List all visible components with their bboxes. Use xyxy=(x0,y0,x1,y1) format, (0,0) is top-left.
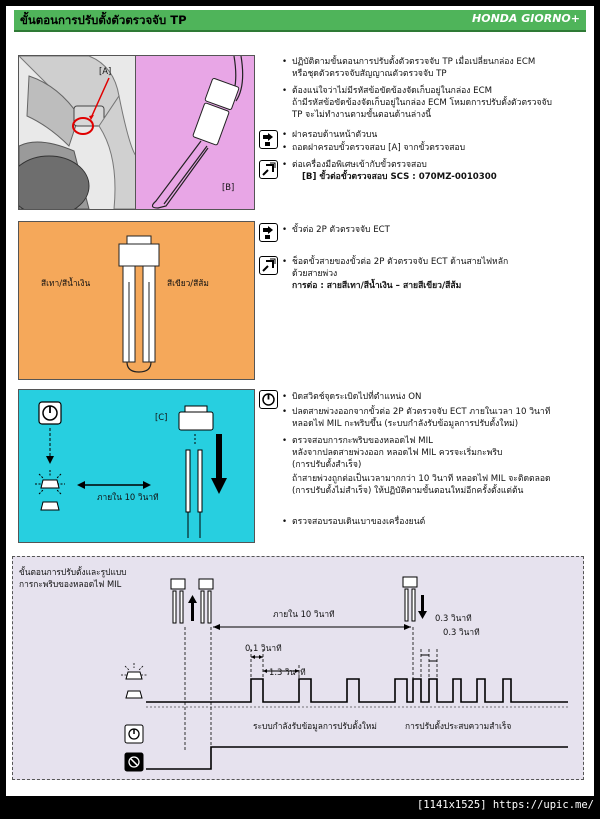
s2-line: ขั้วต่อ 2P ตัวตรวจจับ ECT xyxy=(292,225,390,235)
s3-line: บิดสวิตช์จุดระเบิดไปที่ตำแหน่ง ON xyxy=(292,392,422,402)
s1-line: ถอดฝาครอบขั้วตรวจสอบ [A] จากขั้วตรวจสอบ xyxy=(292,143,466,153)
s3-line: ตรวจสอบรอบเดินเบาของเครื่องยนต์ xyxy=(292,517,426,527)
within-10s-label: ภายใน 10 วินาที xyxy=(97,492,159,502)
connect-icon xyxy=(259,256,278,275)
timing-1-3s: 1.3 วินาที xyxy=(269,667,306,677)
s3-line: หลอดไฟ MIL กะพริบขึ้น (ระบบกำลังรับข้อมู… xyxy=(292,419,519,429)
s3-line: ปลดสายพ่วงออกจากขั้วต่อ 2P ตัวตรวจจับ EC… xyxy=(292,407,551,417)
left-wire-label: สีเทา/สีน้ำเงิน xyxy=(41,278,91,288)
receiving-label: ระบบกำลังรับข้อมูลการปรับตั้งใหม่ xyxy=(253,721,377,731)
s1-line: ปฏิบัติตามขั้นตอนการปรับตั้งตัวตรวจจับ T… xyxy=(292,57,536,67)
s1-line: ต้องแน่ใจว่าไม่มีรหัสข้อขัดข้องจัดเก็บอย… xyxy=(292,86,493,96)
tool-part-number: [B] ขั้วต่อขั้วตรวจสอบ SCS : 070MZ-00103… xyxy=(302,172,497,182)
label-b: [B] xyxy=(222,182,235,192)
connect-icon xyxy=(259,160,278,179)
manual-page: ขั้นตอนการปรับตั้งตัวตรวจจับ TP HONDA GI… xyxy=(6,6,594,796)
s3-line: ตรวจสอบการกะพริบของหลอดไฟ MIL xyxy=(292,436,433,446)
timing-within-10s: ภายใน 10 วินาที xyxy=(273,609,335,619)
s2-line: ด้วยสายพ่วง xyxy=(292,269,338,279)
label-a: [A] xyxy=(99,66,112,76)
s3-line: (การปรับตั้งไม่สำเร็จ) ให้ปฏิบัติตามขั้น… xyxy=(292,486,524,496)
success-label: การปรับตั้งประสบความสำเร็จ xyxy=(405,721,512,731)
timing-title: ขั้นตอนการปรับตั้งและรูปแบบ xyxy=(19,567,127,577)
right-wire-label: สีเขียว/สีส้ม xyxy=(167,278,209,288)
ignition-switch-icon xyxy=(259,390,278,409)
header-bar: ขั้นตอนการปรับตั้งตัวตรวจจับ TP HONDA GI… xyxy=(14,10,586,32)
s3-line: ถ้าสายพ่วงถูกต่อเป็นเวลามากกว่า 10 วินาท… xyxy=(292,474,551,484)
s2-line: ช็อตขั้วสายของขั้วต่อ 2P ตัวตรวจจับ ECT … xyxy=(292,257,509,267)
s1-line: หรือชุดตัวตรวจจับสัญญาณตัวตรวจจับ TP xyxy=(292,69,447,79)
s1-line: TP จะไม่ทำงานตามขั้นตอนด้านล่างนี้ xyxy=(292,110,432,120)
s3-line: หลังจากปลดสายพ่วงออก หลอดไฟ MIL ควรจะเริ… xyxy=(292,448,503,458)
remove-icon xyxy=(259,223,278,242)
timing-0-3s-b: 0.3 วินาที xyxy=(443,627,480,637)
ect-connector-illustration: สีเทา/สีน้ำเงิน สีเขียว/สีส้ม xyxy=(18,221,255,380)
scooter-front-photo: [A] xyxy=(8,55,137,217)
scs-tool-illustration: [B] xyxy=(135,55,255,210)
brand-label: HONDA GIORNO+ xyxy=(472,12,580,25)
s3-line: (การปรับตั้งสำเร็จ) xyxy=(292,460,362,470)
mil-procedure-illustration: [C] ภายใน 10 วินาที xyxy=(18,389,255,543)
mil-timing-diagram: ขั้นตอนการปรับตั้งและรูปแบบ การกะพริบของ… xyxy=(12,556,584,780)
timing-title-2: การกะพริบของหลอดไฟ MIL xyxy=(19,579,122,589)
timing-0-1s: 0.1 วินาที xyxy=(245,643,282,653)
s1-line: ฝาครอบด้านหน้าตัวบน xyxy=(292,130,378,140)
timing-0-3s-a: 0.3 วินาที xyxy=(435,613,472,623)
s1-line: ถ้ามีรหัสข้อขัดข้องจัดเก็บอยู่ในกล่อง EC… xyxy=(292,98,552,108)
label-c: [C] xyxy=(155,412,168,422)
remove-icon xyxy=(259,130,278,149)
wire-connection: การต่อ : สายสีเทา/สีน้ำเงิน – สายสีเขียว… xyxy=(292,281,462,291)
page-title: ขั้นตอนการปรับตั้งตัวตรวจจับ TP xyxy=(20,13,187,27)
s1-line: ต่อเครื่องมือพิเศษเข้ากับขั้วตรวจสอบ xyxy=(292,160,427,170)
image-source-footer: [1141x1525] https://upic.me/ xyxy=(416,799,594,811)
